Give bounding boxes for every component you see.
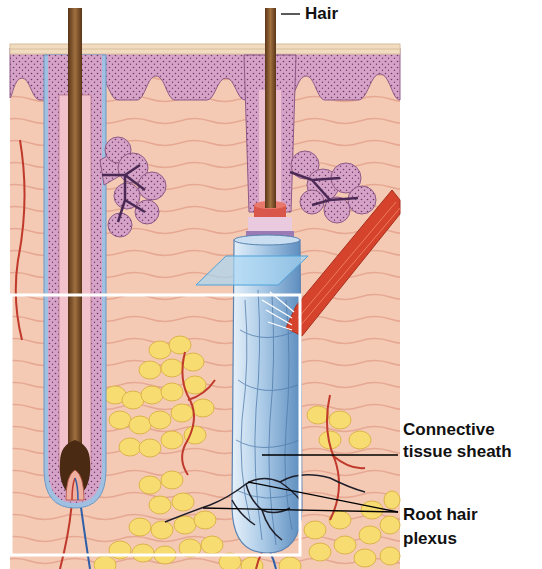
arrector-pili-muscle (262, 190, 400, 336)
sebaceous-gland-right (290, 151, 376, 223)
fat-cells-part (141, 386, 163, 404)
section-plane-part (196, 256, 308, 285)
connective-tissue-sheath-part (248, 217, 292, 231)
leader-lines (203, 14, 398, 512)
fat-cells-part (161, 431, 183, 449)
root-hair-plexus (165, 475, 365, 540)
fat-cells-part (307, 406, 329, 424)
fat-cells-part (384, 491, 400, 509)
sebaceous-gland-left-part (102, 165, 145, 222)
connective-tissue-sheath-part-part (236, 440, 300, 448)
sebaceous-gland-left-part (114, 183, 140, 209)
arrector-pili-muscle-part (298, 202, 400, 326)
hair-follicle-left-part (66, 470, 84, 500)
zoom-frame-part (11, 295, 300, 555)
fat-cells-part (171, 404, 193, 422)
fat-cells-part (129, 518, 151, 536)
hair-follicle-left (44, 8, 106, 508)
fat-cells-part (139, 439, 161, 457)
blood-vessels-part (16, 140, 25, 340)
fat-cells-part (359, 526, 381, 544)
blood-vessels-part (327, 395, 339, 520)
hair-follicle-left-part (68, 8, 82, 463)
sebaceous-gland-left (100, 137, 166, 237)
part-label: Connective tissue sheath (403, 419, 525, 463)
fat-cells-part (309, 543, 331, 561)
connective-tissue-sheath-part-part (238, 380, 298, 390)
connective-tissue-sheath-part-part (236, 490, 300, 498)
arrector-pili-muscle-part (286, 190, 400, 336)
blood-vessels-part (182, 352, 194, 475)
connective-tissue-sheath-part-part (255, 290, 262, 540)
fat-cells-part (194, 511, 216, 529)
leader-lines-part (281, 13, 300, 14)
leader-lines-part (262, 454, 398, 455)
section-plane (196, 256, 308, 285)
connective-tissue-sheath-part-part (269, 295, 276, 545)
fat-cells-part (329, 411, 351, 429)
fat-cells-part (132, 544, 154, 562)
fat-cells-part (169, 336, 191, 354)
fat-cells-part (279, 557, 301, 569)
fat-cells-part (161, 471, 183, 489)
fat-cells-part (354, 549, 376, 567)
fat-cells-part (139, 361, 161, 379)
fat-cells-part (304, 521, 326, 539)
fat-cells-part (129, 416, 151, 434)
fat-cells-part (184, 376, 206, 394)
fat-cells-part (149, 341, 171, 359)
fat-cells-part (161, 359, 183, 377)
fat-cells-part (161, 383, 183, 401)
fat-cells-part (109, 411, 131, 429)
part-label: Root hair plexus (403, 503, 513, 551)
connective-tissue-sheath-part (232, 240, 302, 553)
fat-cells-part (182, 353, 204, 371)
connective-tissue-sheath-part (234, 235, 300, 245)
fat-cells-part (192, 399, 214, 417)
leader-lines-part (203, 508, 398, 512)
part-label: Hair (305, 4, 375, 24)
fat-cells-part (334, 536, 356, 554)
fat-cells-part (172, 493, 194, 511)
fat-cells-part (201, 536, 223, 554)
fat-cells-part (119, 438, 141, 456)
sebaceous-gland-left-part (138, 172, 166, 200)
connective-tissue-sheath-part (265, 8, 276, 208)
fat-cells-part (139, 476, 161, 494)
fat-cells-part (149, 411, 171, 429)
fat-cells-part (349, 431, 371, 449)
fat-cells-part (149, 496, 171, 514)
hair-follicle-left-part (75, 478, 78, 500)
zoom-frame (11, 295, 300, 555)
root-hair-plexus-part (246, 484, 290, 513)
sebaceous-gland-right-part (348, 186, 376, 214)
blood-vessels-part (188, 380, 215, 400)
sebaceous-gland-right-part (290, 172, 358, 205)
root-hair-plexus-part (262, 510, 282, 540)
root-hair-plexus-part (280, 475, 365, 492)
fat-cells-part (151, 521, 173, 539)
hair-follicle-left-part (72, 478, 75, 500)
sebaceous-gland-left-part (135, 200, 159, 224)
blood-vessels-part (80, 500, 90, 569)
fat-cells-part (94, 556, 116, 569)
fat-cells-part (361, 501, 383, 519)
root-hair-plexus-part (232, 500, 255, 525)
fat-cells-part (174, 516, 196, 534)
fat-cells-part (380, 547, 400, 565)
blood-vessels-part (332, 455, 365, 468)
arrector-pili-muscle-part (262, 292, 294, 330)
fat-cells-part (380, 516, 400, 534)
leader-lines-part (248, 482, 398, 512)
connective-tissue-sheath-part-part (240, 330, 298, 338)
blood-vessels-part (60, 500, 72, 569)
